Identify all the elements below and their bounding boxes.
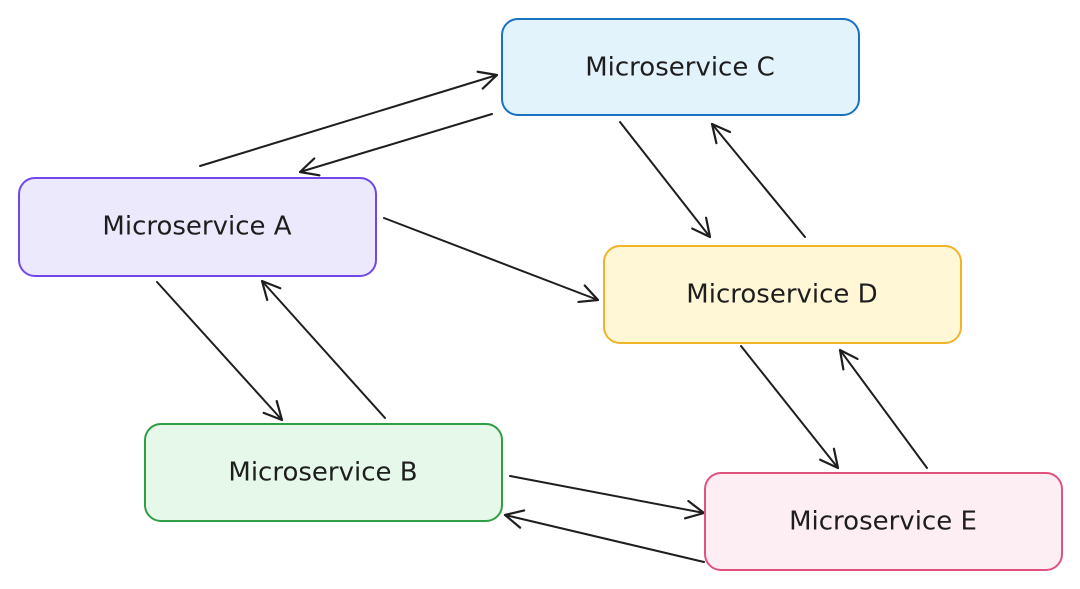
node-box <box>144 423 503 522</box>
arrow-a-to-d <box>383 217 600 304</box>
arrow-d-to-e <box>740 345 840 470</box>
node-label: Microservice B <box>228 458 417 488</box>
node-microservice-b[interactable]: Microservice B <box>144 423 503 522</box>
node-microservice-c[interactable]: Microservice C <box>501 18 860 116</box>
arrow-b-to-e <box>509 475 706 520</box>
node-microservice-d[interactable]: Microservice D <box>603 245 962 344</box>
arrow-e-to-b <box>503 509 705 563</box>
node-box <box>603 245 962 344</box>
arrow-a-to-b <box>156 281 284 422</box>
arrow-c-to-a <box>298 113 493 177</box>
arrow-a-to-c <box>199 70 499 167</box>
node-label: Microservice E <box>789 507 977 537</box>
node-box <box>501 18 860 116</box>
node-label: Microservice D <box>686 280 877 310</box>
node-microservice-a[interactable]: Microservice A <box>18 177 377 277</box>
node-box <box>704 472 1063 571</box>
arrow-b-to-a <box>260 279 386 419</box>
node-box <box>18 177 377 277</box>
connections <box>156 70 928 563</box>
node-microservice-e[interactable]: Microservice E <box>704 472 1063 571</box>
arrow-d-to-c <box>710 122 806 238</box>
node-label: Microservice C <box>585 53 775 83</box>
arrow-c-to-d <box>619 121 712 239</box>
arrow-e-to-d <box>838 348 928 469</box>
node-label: Microservice A <box>102 212 291 242</box>
